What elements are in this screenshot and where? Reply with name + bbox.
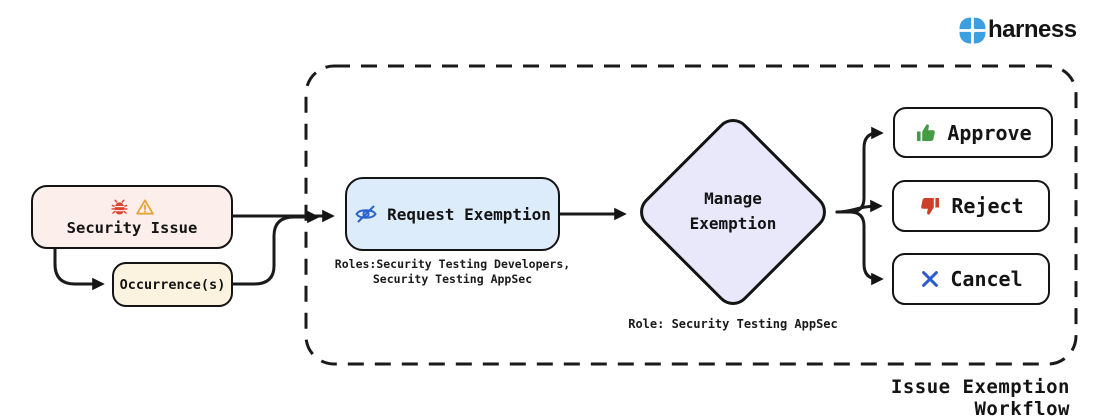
security-issue-label: Security Issue bbox=[66, 219, 198, 237]
x-icon bbox=[922, 271, 939, 287]
request-exemption-label: Request Exemption bbox=[387, 204, 551, 224]
thumbs-down-icon bbox=[921, 198, 940, 215]
node-reject: Reject bbox=[892, 180, 1050, 232]
manage-exemption-label-line1: Manage bbox=[704, 189, 762, 208]
arrow-occurrences-to-request-exemption bbox=[231, 210, 320, 286]
manage-exemption-role-note: Role: Security Testing AppSec bbox=[628, 317, 838, 331]
node-approve: Approve bbox=[893, 107, 1053, 158]
arrow-manage-exemption-to-approve bbox=[835, 126, 884, 214]
brand-logo: harness bbox=[959, 16, 1077, 44]
node-security-issue: Security Issue bbox=[31, 185, 233, 249]
workflow-title: Issue Exemption Workflow bbox=[890, 376, 1070, 418]
occurrences-label: Occurrence(s) bbox=[119, 276, 226, 293]
bug-icon bbox=[110, 199, 128, 214]
request-exemption-roles-note: Roles:Security Testing Developers, Secur… bbox=[312, 257, 593, 287]
manage-exemption-label-line2: Exemption bbox=[689, 213, 777, 233]
harness-logo-icon bbox=[959, 17, 986, 43]
approve-label: Approve bbox=[947, 120, 1032, 145]
node-occurrences: Occurrence(s) bbox=[112, 262, 233, 307]
cancel-label: Cancel bbox=[950, 267, 1023, 291]
warning-icon bbox=[135, 199, 154, 215]
node-request-exemption: Request Exemption bbox=[345, 177, 560, 251]
security-issue-icons bbox=[110, 197, 155, 217]
roles-note-line2: Security Testing AppSec bbox=[372, 272, 533, 287]
roles-note-line1: Roles:Security Testing Developers, bbox=[334, 257, 571, 271]
reject-label: Reject bbox=[951, 194, 1024, 218]
brand-name: harness bbox=[988, 16, 1077, 43]
manage-exemption-label: Manage Exemption bbox=[663, 187, 803, 237]
eye-slash-icon bbox=[355, 205, 377, 223]
node-cancel: Cancel bbox=[892, 253, 1050, 305]
thumbs-up-icon bbox=[917, 123, 936, 141]
arrow-manage-exemption-to-cancel bbox=[835, 210, 884, 286]
arrow-security-issue-to-occurrences bbox=[53, 247, 105, 291]
